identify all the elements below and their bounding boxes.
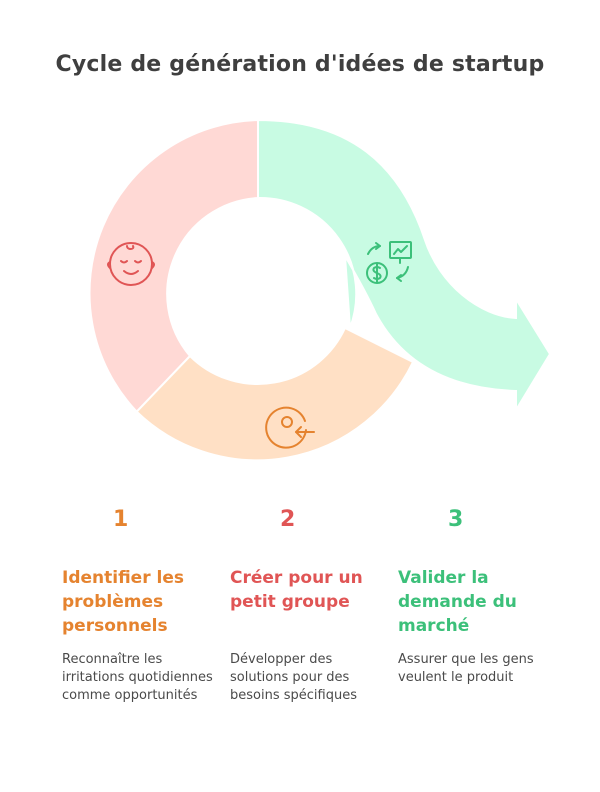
page-title: Cycle de génération d'idées de startup	[55, 52, 545, 77]
step-number: 1	[113, 507, 129, 532]
step-3: 3 Valider la demande du marché Assurer q…	[398, 500, 558, 685]
step-heading: Créer pour un petit groupe	[230, 568, 363, 612]
step-description: Développer des solutions pour des besoin…	[230, 652, 357, 703]
step-2: 2 Créer pour un petit groupe Développer …	[230, 500, 390, 703]
step-heading: Valider la demande du marché	[398, 568, 517, 636]
cycle-segment-2	[135, 326, 415, 462]
step-number: 2	[280, 507, 296, 532]
baby-face-icon	[107, 242, 155, 286]
step-description: Assurer que les gens veulent le produit	[398, 652, 534, 685]
step-1: 1 Identifier les problèmes personnels Re…	[62, 500, 222, 703]
cycle-segment-3-arrow	[257, 118, 552, 414]
step-description: Reconnaître les irritations quotidiennes…	[62, 652, 213, 703]
cycle-segment-1	[88, 118, 259, 414]
money-chart-exchange-icon	[366, 241, 412, 284]
target-arrow-icon	[265, 406, 315, 449]
step-heading: Identifier les problèmes personnels	[62, 568, 184, 636]
step-number: 3	[448, 507, 464, 532]
